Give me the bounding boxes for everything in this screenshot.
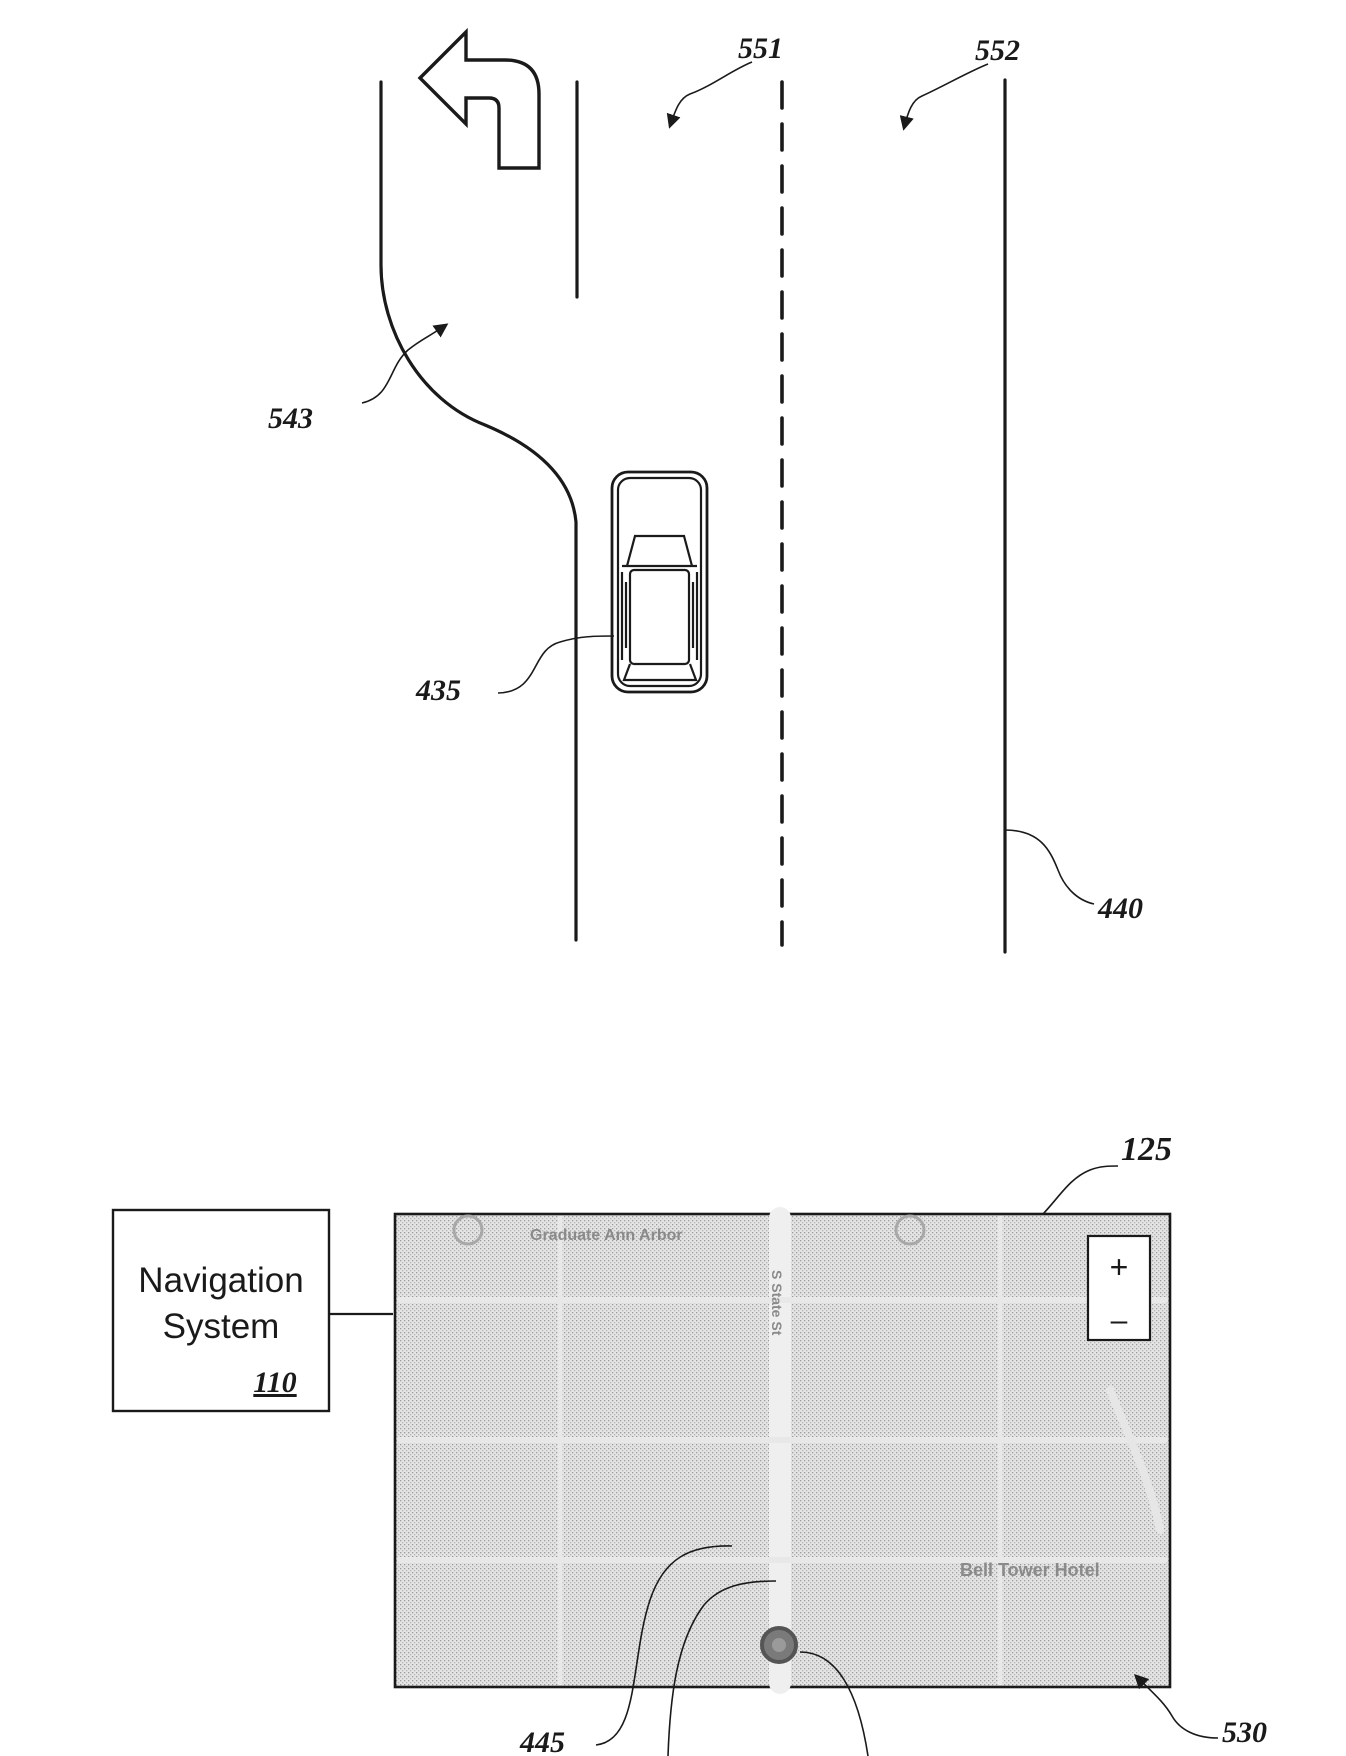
- map-display: Graduate Ann Arbor Bell Tower Hotel S St…: [393, 1207, 1172, 1694]
- map-place-label-top: Graduate Ann Arbor: [530, 1227, 683, 1244]
- nav-system-label-line1: Navigation: [138, 1261, 303, 1300]
- left-turn-arrow-icon: [417, 27, 541, 170]
- leader-125: [1042, 1165, 1119, 1215]
- ref-530: 530: [1222, 1716, 1267, 1749]
- map-street-label: S State St: [769, 1270, 785, 1336]
- ref-551: 551: [738, 32, 783, 65]
- vehicle-icon: [610, 470, 709, 694]
- ref-445: 445: [519, 1726, 565, 1756]
- ref-440: 440: [1097, 892, 1143, 925]
- ref-543: 543: [268, 402, 313, 435]
- ref-435: 435: [415, 674, 461, 707]
- leader-vehicle-marker: [799, 1651, 869, 1756]
- leader-435: [497, 635, 615, 694]
- leader-543: [361, 323, 449, 404]
- zoom-control[interactable]: + –: [1086, 1234, 1152, 1342]
- map-roads: [397, 1207, 1168, 1694]
- left-road-edge: [379, 80, 578, 942]
- leader-route-line: [667, 1580, 777, 1756]
- zoom-in-button[interactable]: +: [1110, 1249, 1129, 1285]
- leader-530: [1133, 1673, 1219, 1739]
- leader-551: [666, 61, 753, 129]
- leader-445: [595, 1545, 733, 1746]
- ref-552: 552: [975, 34, 1020, 67]
- leader-440: [1004, 829, 1095, 905]
- nav-system-label-line2: System: [163, 1307, 280, 1346]
- nav-system-ref: 110: [253, 1366, 296, 1399]
- leader-552: [899, 63, 989, 131]
- road-scene: [379, 78, 1007, 954]
- navigation-system-box: Navigation System 110: [111, 1208, 331, 1413]
- zoom-out-button[interactable]: –: [1111, 1304, 1128, 1337]
- map-place-label-bottom: Bell Tower Hotel: [960, 1560, 1100, 1580]
- ref-125: 125: [1121, 1131, 1172, 1168]
